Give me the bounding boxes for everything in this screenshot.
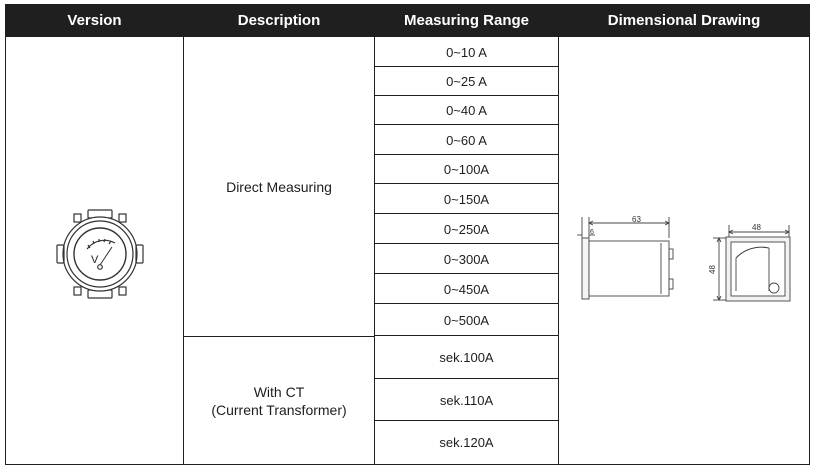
range-label: 0~150A: [443, 191, 490, 207]
meter-symbol: V: [91, 254, 99, 266]
range-cell: 0~150A: [375, 184, 558, 214]
description-ct-line2: (Current Transformer): [211, 401, 347, 418]
range-row-divider: [374, 183, 559, 184]
range-row-divider: [374, 213, 559, 214]
range-row-divider: [374, 95, 559, 96]
header-measuring-range-label: Measuring Range: [403, 12, 530, 29]
header-measuring-range: Measuring Range: [375, 4, 558, 37]
range-cell: 0~250A: [375, 214, 558, 244]
column-divider-3: [558, 4, 559, 465]
side-depth-label: 6: [590, 229, 594, 236]
range-cell: 0~25 A: [375, 67, 558, 96]
description-ct-line1: With CT: [253, 383, 305, 400]
range-label: 0~500A: [443, 312, 490, 328]
front-height-label: 48: [708, 265, 717, 274]
header-dimensional-drawing: Dimensional Drawing: [559, 4, 809, 37]
table-border-left: [5, 4, 6, 465]
range-cell: sek.100A: [375, 336, 558, 379]
header-description: Description: [184, 4, 374, 37]
range-cell: 0~300A: [375, 244, 558, 274]
range-cell: 0~100A: [375, 155, 558, 184]
range-cell: sek.120A: [375, 421, 558, 464]
range-label: sek.110A: [439, 392, 494, 408]
front-view-drawing: 48 48: [708, 223, 791, 302]
range-cell: 0~60 A: [375, 125, 558, 155]
range-cell: 0~40 A: [375, 96, 558, 125]
header-version-label: Version: [67, 12, 122, 29]
header-version: Version: [6, 4, 183, 37]
range-cell: 0~10 A: [375, 38, 558, 67]
range-row-divider: [374, 420, 559, 421]
range-label: 0~450A: [443, 281, 490, 297]
range-cell: 0~500A: [375, 304, 558, 336]
description-divider: [183, 336, 375, 337]
header-dimensional-drawing-label: Dimensional Drawing: [607, 12, 761, 29]
front-width-label: 48: [752, 223, 761, 232]
range-row-divider: [374, 303, 559, 304]
range-label: sek.120A: [439, 435, 494, 450]
column-divider-1: [183, 4, 184, 465]
range-label: 0~40 A: [446, 103, 487, 118]
side-view-drawing: 63 6: [577, 215, 674, 300]
range-row-divider: [374, 154, 559, 155]
range-label: 0~25 A: [446, 74, 487, 89]
range-cell: 0~450A: [375, 274, 558, 304]
range-label: 0~100A: [443, 162, 490, 177]
range-label: 0~250A: [443, 221, 490, 237]
table-border-bottom: [5, 464, 810, 465]
range-label: 0~300A: [443, 251, 490, 267]
description-with-ct: With CT (Current Transformer): [184, 337, 374, 464]
range-row-divider: [374, 335, 559, 336]
range-cell: sek.110A: [375, 379, 558, 421]
meter-illustration: V: [56, 209, 144, 299]
range-row-divider: [374, 66, 559, 67]
column-divider-2: [374, 4, 375, 465]
range-row-divider: [374, 378, 559, 379]
table-border-right: [809, 4, 810, 465]
range-row-divider: [374, 273, 559, 274]
range-label: 0~10 A: [446, 45, 487, 60]
side-width-label: 63: [632, 215, 641, 224]
description-direct-measuring: Direct Measuring: [184, 38, 374, 336]
description-direct-label: Direct Measuring: [226, 179, 332, 195]
range-row-divider: [374, 124, 559, 125]
range-label: 0~60 A: [446, 132, 487, 148]
range-row-divider: [374, 243, 559, 244]
header-description-label: Description: [237, 12, 321, 29]
range-label: sek.100A: [439, 350, 494, 365]
